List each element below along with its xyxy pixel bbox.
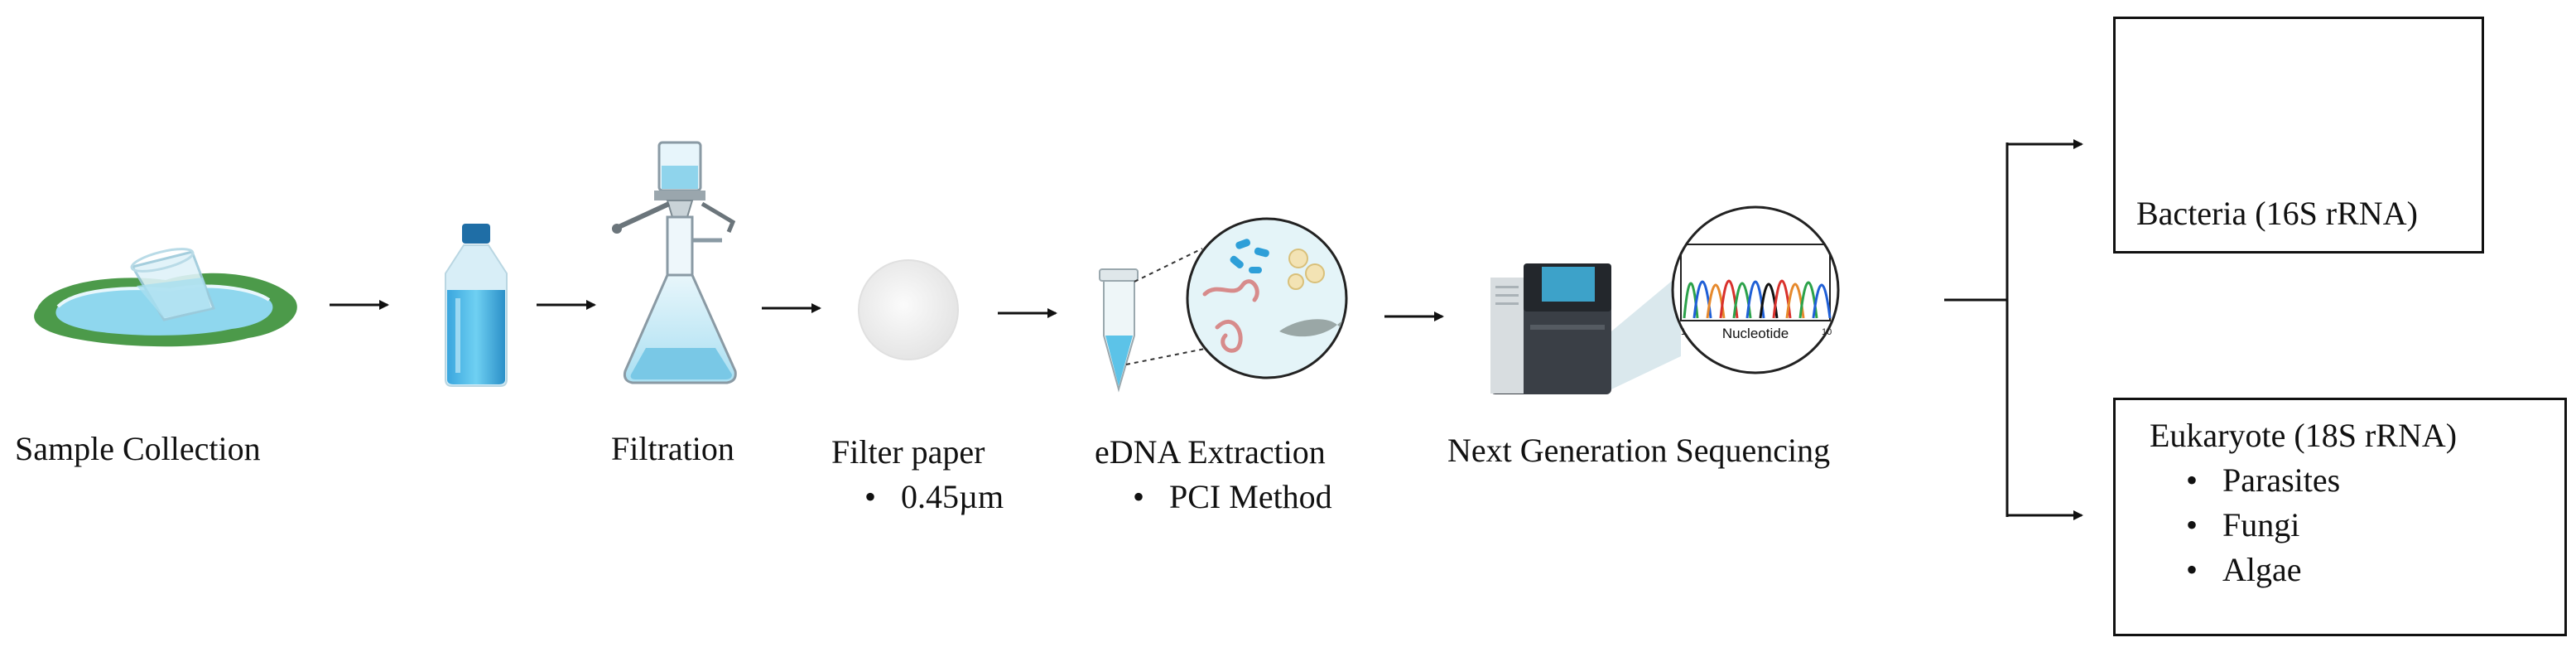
vacuum-filtration-icon [612, 141, 737, 384]
edna-extraction-label: eDNA Extraction [1095, 433, 1326, 471]
filter-paper-icon [858, 259, 959, 360]
filtration-label: Filtration [611, 430, 734, 467]
chromatogram-icon: 1 10 Nucleotide [1671, 205, 1840, 374]
water-bottle-icon [445, 224, 508, 387]
axis-start-label: 1 [1681, 327, 1686, 337]
eukaryote-item-algae: Algae [2186, 550, 2302, 590]
chromatogram-axis-label: Nucleotide [1722, 326, 1789, 341]
magnified-organisms-icon [1186, 217, 1348, 379]
filter-paper-detail: 0.45µm [864, 477, 1004, 517]
puddle-beaker-icon [34, 248, 297, 347]
ngs-label: Next Generation Sequencing [1447, 432, 1831, 469]
branch-connector [1944, 139, 2083, 520]
bacteria-label: Bacteria (16S rRNA) [2136, 195, 2418, 232]
eukaryote-label: Eukaryote (18S rRNA) [2150, 417, 2458, 454]
sample-collection-label: Sample Collection [15, 430, 261, 467]
extraction-tube-icon [1099, 248, 1210, 393]
bacteria-box [2113, 17, 2484, 254]
eukaryote-item-parasites: Parasites [2186, 461, 2340, 500]
eukaryote-item-fungi: Fungi [2186, 505, 2299, 545]
edna-extraction-detail: PCI Method [1133, 477, 1332, 517]
filter-paper-label: Filter paper [831, 433, 985, 471]
sequencer-icon [1490, 263, 1681, 394]
axis-end-label: 10 [1822, 327, 1832, 337]
